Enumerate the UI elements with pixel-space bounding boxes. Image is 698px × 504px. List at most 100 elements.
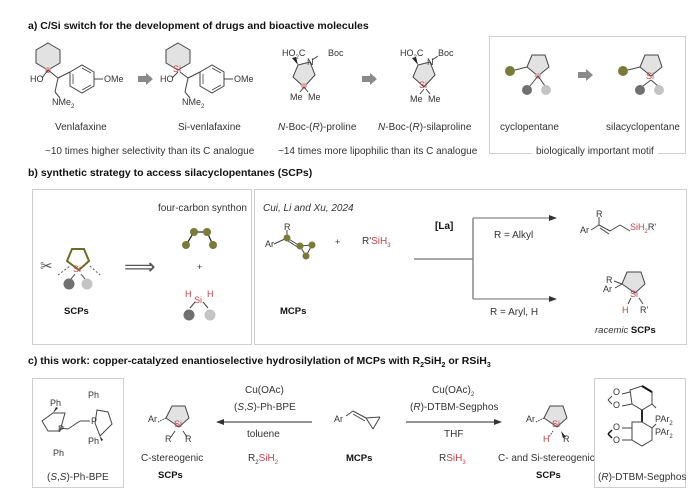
scps-retro-structure (57, 248, 101, 290)
racemic-scps-label: racemic SCPs (595, 325, 656, 336)
upper-arrowhead (549, 215, 557, 221)
ph-bpe-name: (S,S)-Ph-BPE (47, 472, 109, 483)
c-scp-r2: R (185, 434, 192, 444)
dihydrosilane (183, 301, 216, 321)
c-scp-r1: R (165, 434, 172, 444)
section-b-title: b) synthetic strategy to access silacycl… (28, 167, 313, 179)
proline-name: N-Boc-(R)-proline (278, 122, 357, 133)
c-si-stereogenic-scp (535, 405, 568, 438)
right-silane: RSiH3 (439, 453, 466, 466)
venlafaxine-note: ~10 times higher selectivity than its C … (45, 146, 255, 157)
segphos-name: (R)-DTBM-Segphos (598, 472, 687, 483)
proline-n: N (307, 57, 314, 67)
allyl-ar: Ar (580, 225, 589, 235)
venlafaxine-nme2: NMe2 (52, 97, 75, 110)
silaproline-boc: Boc (438, 48, 454, 58)
racemic-r: R (606, 275, 613, 285)
silaproline-si: Si (419, 80, 428, 90)
upper-condition: R = Alkyl (494, 230, 534, 241)
retrosynthesis-box (32, 189, 252, 345)
right-catalyst: Cu(OAc)2 (432, 385, 475, 398)
proline-boc: Boc (328, 48, 344, 58)
left-ligand: (S,S)-Ph-BPE (234, 402, 296, 413)
ph-bpe-ph-3: Ph (88, 436, 100, 446)
b-plus: + (335, 237, 341, 247)
proline-ho2c: HO2C (282, 48, 306, 61)
segphos-par2-1: PAr2 (655, 414, 673, 427)
motif-caption: biologically important motif (532, 146, 658, 157)
benzene-ring (69, 64, 95, 94)
c-scp-ar: Ar (148, 414, 157, 424)
c-scp-si: Si (174, 419, 183, 429)
right-solvent: THF (444, 429, 464, 440)
allyl-silane: SiH2R' (630, 222, 657, 235)
ph-bpe-p-2: P (91, 416, 98, 426)
lower-condition: R = Aryl, H (490, 307, 539, 318)
venlafaxine-ome: OMe (104, 74, 124, 84)
ph-bpe-p-1: P (58, 424, 65, 434)
proline-structure (292, 55, 319, 93)
silane-h-left: H (185, 289, 192, 299)
lower-arrowhead (549, 296, 557, 302)
silaproline-me1: Me (410, 94, 423, 104)
c-si-stereogenic-scps-label: SCPs (536, 470, 561, 481)
silane-si: Si (194, 295, 203, 305)
ph-bpe-structure (41, 407, 113, 441)
segphos-structure (607, 385, 657, 447)
motif-arrow-icon (578, 69, 593, 81)
branching-arrows (414, 215, 557, 302)
segphos-o-4: O (613, 435, 621, 445)
ph-bpe-ph-1: Ph (50, 398, 62, 408)
la-reaction-box (254, 189, 687, 345)
c-stereogenic-scps-label: SCPs (158, 470, 183, 481)
segphos-o-3: O (613, 422, 621, 432)
segphos-box (594, 378, 686, 488)
motif-silacyclopentane-label: silacyclopentane (606, 122, 680, 133)
center-mcp-ar: Ar (334, 414, 343, 424)
mcp-ar: Ar (265, 239, 274, 249)
left-reaction-arrow (216, 419, 312, 425)
racemic-h: H (622, 305, 629, 315)
scissors-icon: ✂ (40, 258, 53, 275)
ph-bpe-ph-4: Ph (53, 448, 65, 458)
center-mcp-label: MCPs (346, 453, 373, 464)
silaproline-structure (412, 55, 439, 95)
four-carbon-synthon (182, 228, 217, 249)
left-solvent: toluene (247, 429, 280, 440)
si-venlafaxine-ho: HO (160, 74, 174, 84)
allyl-r: R (596, 209, 603, 219)
la-catalyst: [La] (435, 221, 454, 232)
silane-reagent: R'SiH3 (362, 236, 391, 249)
racemic-si: Si (630, 289, 639, 299)
allylsilane-product (590, 217, 631, 235)
synthon-label: four-carbon synthon (158, 203, 247, 214)
retro-arrow-icon: ⟹ (124, 254, 156, 279)
citation: Cui, Li and Xu, 2024 (263, 203, 354, 214)
cyclopentane-motif (505, 54, 551, 95)
synthon-plus: + (197, 262, 203, 272)
si-scp-ar: Ar (526, 414, 535, 424)
left-catalyst: Cu(OAc) (245, 385, 284, 396)
racemic-ar: Ar (603, 284, 612, 294)
scps-retro-label: SCPs (64, 306, 89, 317)
arrow-a1-icon (138, 73, 153, 85)
segphos-o-2: O (613, 400, 621, 410)
mcp-label: MCPs (280, 306, 307, 317)
mcp-r: R (284, 222, 291, 232)
proline-me2: Me (308, 92, 321, 102)
si-scp-r: R (563, 434, 570, 444)
racemic-rprime: R' (640, 305, 649, 315)
svg-text:x: x (46, 69, 49, 75)
motif-cyclopentane-label: cyclopentane (500, 122, 559, 133)
segphos-par2-2: PAr2 (655, 427, 673, 440)
silaproline-n: N (427, 57, 434, 67)
racemic-scp-product (613, 271, 646, 305)
venlafaxine-name: Venlafaxine (55, 122, 107, 133)
si-venlafaxine-si: Si (173, 64, 182, 74)
proline-me1: Me (290, 92, 303, 102)
section-a-title: a) C/Si switch for the development of dr… (28, 20, 369, 32)
proline-note: ~14 times more lipophilic than its C ana… (278, 146, 478, 157)
si-venlafaxine-ome: OMe (234, 74, 254, 84)
scps-retro-si: Si (73, 264, 82, 274)
ph-bpe-box (32, 378, 124, 488)
